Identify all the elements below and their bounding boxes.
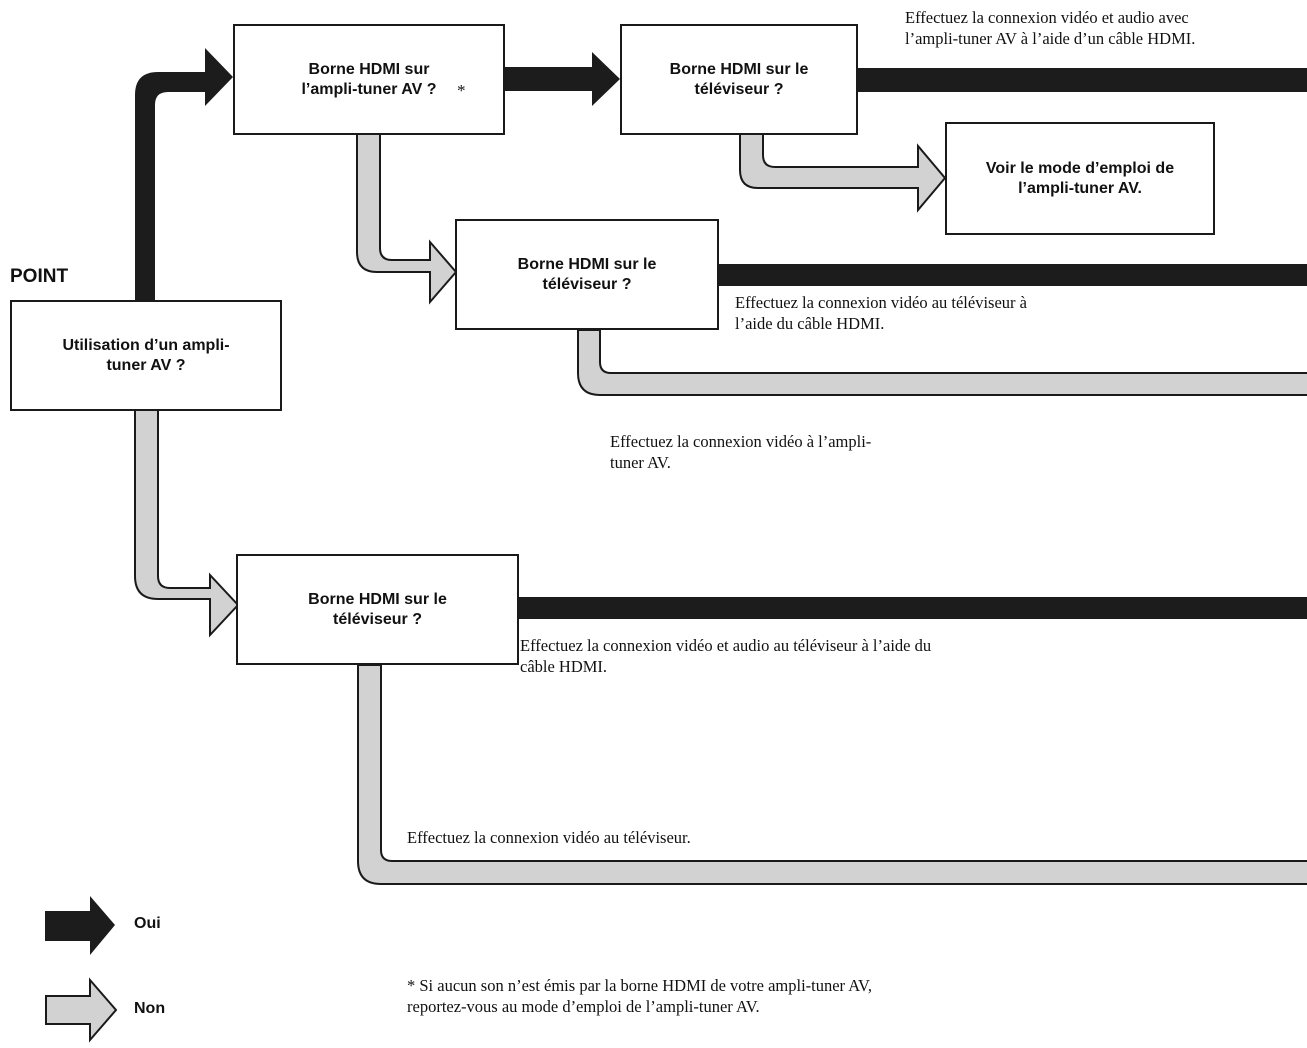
box-tv-hdmi-mid: Borne HDMI sur le téléviseur ? xyxy=(455,219,719,330)
box-tv-hdmi-top-label: Borne HDMI sur le téléviseur ? xyxy=(669,60,809,98)
yes-path-start-to-amp xyxy=(135,48,233,300)
note-video-to-amp: Effectuez la connexion vidéo à l’ampli- … xyxy=(610,432,872,472)
legend-no-arrow-icon xyxy=(45,977,118,1043)
box-start: Utilisation d’un ampli- tuner AV ? xyxy=(10,300,282,411)
yes-bar-row2 xyxy=(718,264,1307,286)
no-path-tvmid-to-right xyxy=(577,329,1307,396)
box-amp-hdmi: Borne HDMI sur l’ampli-tuner AV ? * xyxy=(233,24,505,135)
no-connectors xyxy=(134,133,1307,885)
no-path-tv-to-manual xyxy=(739,133,947,213)
yes-bar-row3 xyxy=(518,597,1307,619)
box-manual: Voir le mode d’emploi de l’ampli-tuner A… xyxy=(945,122,1215,235)
yes-bar-row1 xyxy=(858,68,1307,92)
no-path-tvbottom-to-right xyxy=(357,664,1307,885)
box-tv-hdmi-bottom-label: Borne HDMI sur le téléviseur ? xyxy=(308,590,447,628)
no-path-start-to-tvbottom xyxy=(134,409,240,638)
note-hdmi-amp-audio-video: Effectuez la connexion vidéo et audio av… xyxy=(905,8,1196,48)
legend-yes-label: Oui xyxy=(134,915,161,932)
box-tv-hdmi-top: Borne HDMI sur le téléviseur ? xyxy=(620,24,858,135)
note-hdmi-tv-video: Effectuez la connexion vidéo au télévise… xyxy=(735,293,1027,333)
legend-arrows xyxy=(45,896,118,1043)
box-start-label: Utilisation d’un ampli- tuner AV ? xyxy=(62,336,230,374)
note-hdmi-tv-audio-video: Effectuez la connexion vidéo et audio au… xyxy=(520,636,932,676)
point-heading: POINT xyxy=(10,266,69,287)
box-amp-hdmi-label: Borne HDMI sur l’ampli-tuner AV ? xyxy=(301,60,437,98)
yes-connectors xyxy=(135,48,1307,619)
note-video-to-tv: Effectuez la connexion vidéo au télévise… xyxy=(407,828,691,847)
box-tv-hdmi-bottom: Borne HDMI sur le téléviseur ? xyxy=(236,554,519,665)
box-tv-hdmi-mid-label: Borne HDMI sur le téléviseur ? xyxy=(517,255,657,293)
footnote-asterisk: * xyxy=(457,81,466,100)
footnote: * Si aucun son n’est émis par la borne H… xyxy=(407,976,872,1016)
yes-path-amp-to-tv xyxy=(505,52,620,106)
box-manual-label: Voir le mode d’emploi de l’ampli-tuner A… xyxy=(985,159,1175,197)
no-path-amp-to-tvmid xyxy=(356,133,458,305)
legend-yes-arrow-icon xyxy=(45,896,115,955)
legend-no-label: Non xyxy=(134,1000,166,1017)
